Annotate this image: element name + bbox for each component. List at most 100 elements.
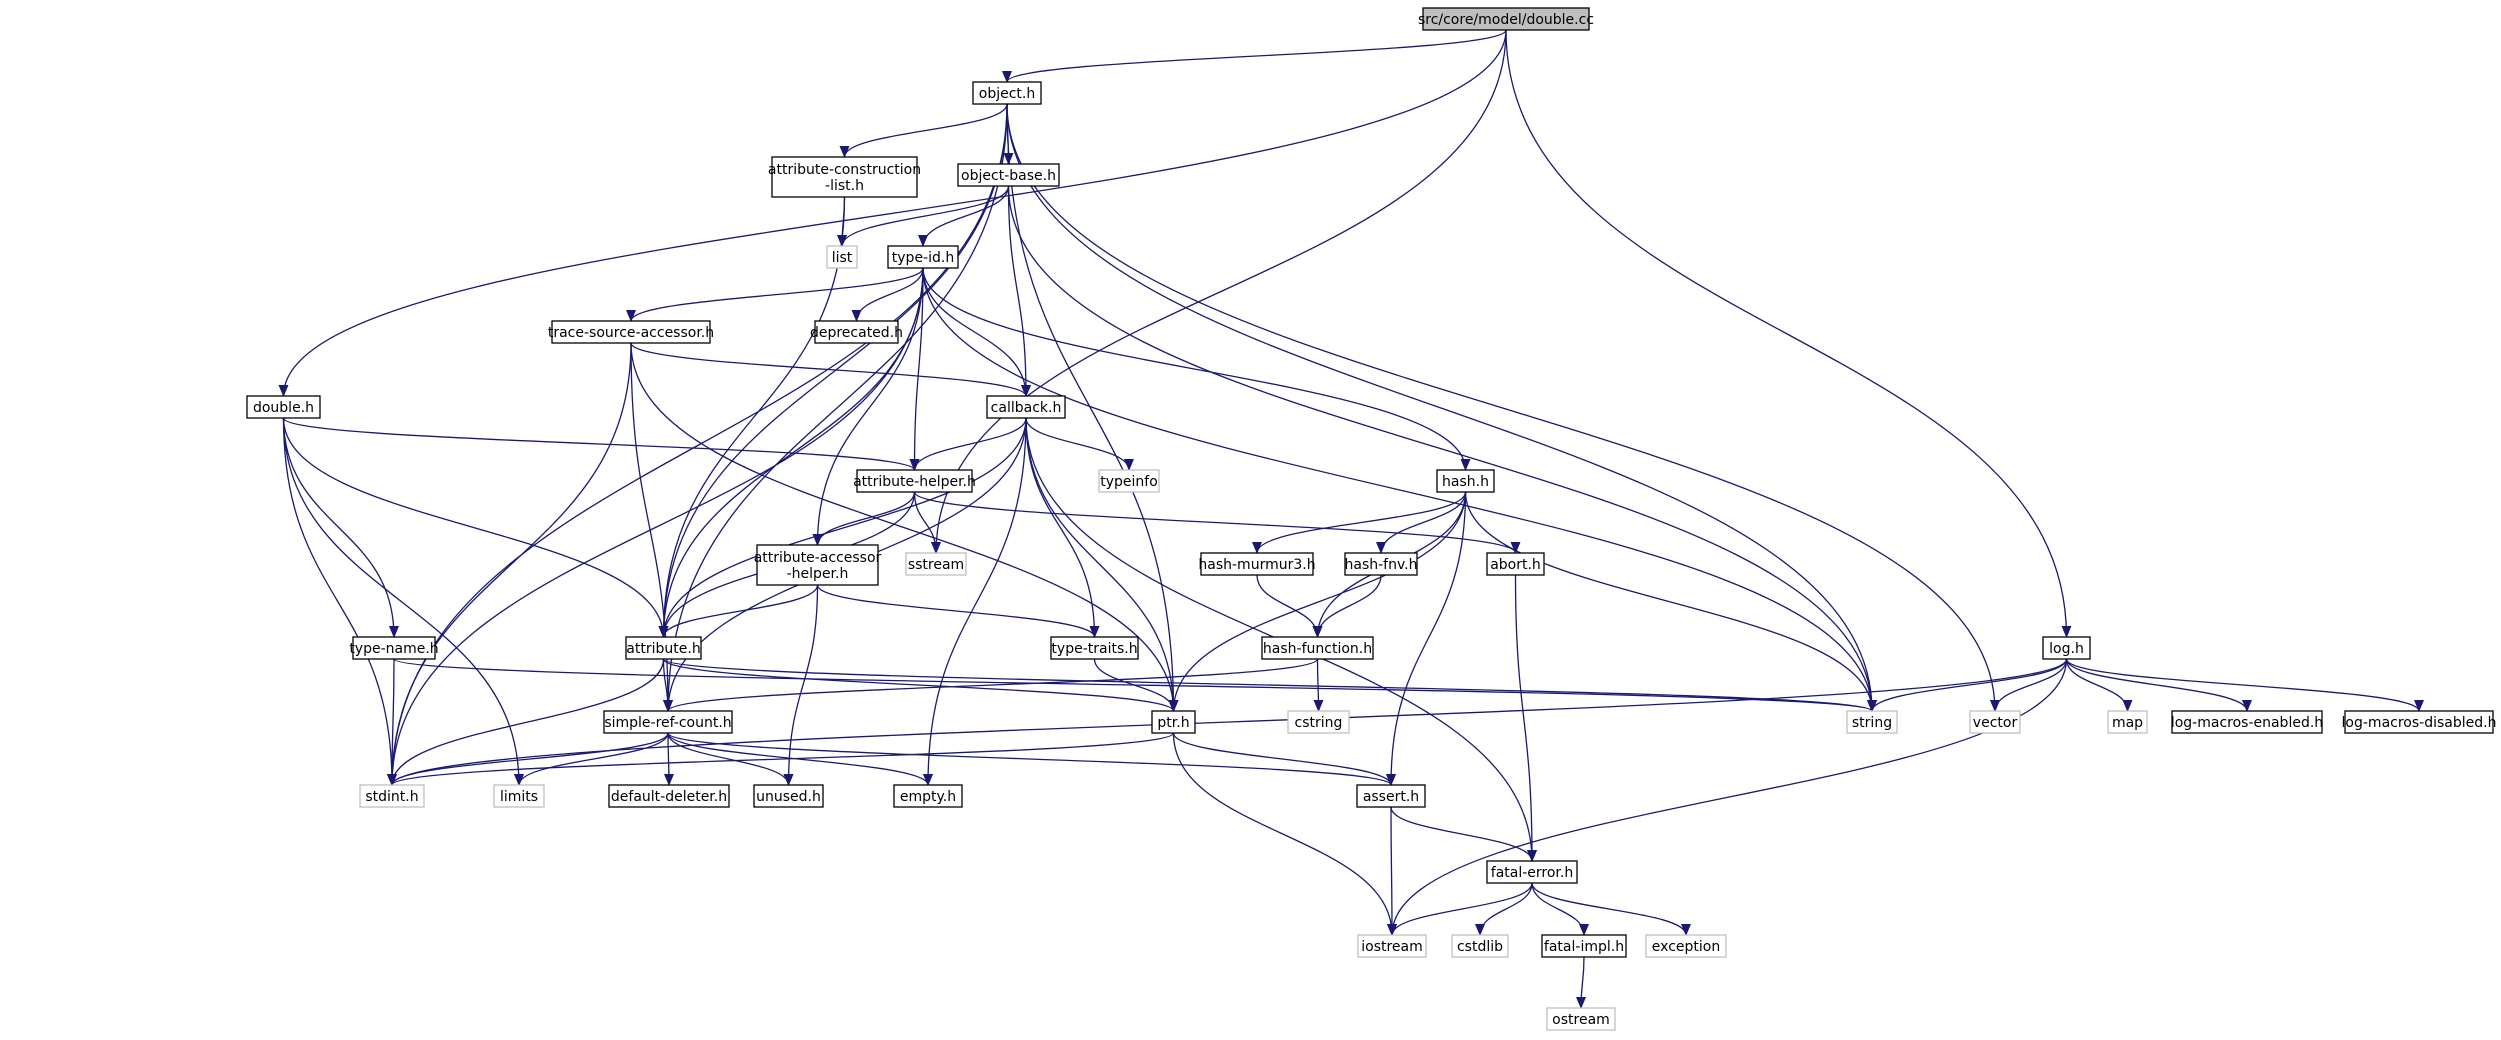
node-string[interactable]: string bbox=[1846, 710, 1898, 734]
node-iostream-box bbox=[1357, 934, 1427, 958]
node-typeid[interactable]: type-id.h bbox=[887, 245, 959, 269]
node-ostream[interactable]: ostream bbox=[1546, 1007, 1616, 1031]
node-deprecated[interactable]: deprecated.h bbox=[810, 320, 903, 344]
edge-root-to-sstream bbox=[931, 29, 1507, 554]
node-logdis[interactable]: log-macros-disabled.h bbox=[2342, 710, 2497, 734]
edge-double-to-limits bbox=[282, 417, 524, 786]
node-ptr-label: ptr.h bbox=[1157, 715, 1189, 731]
node-attrcons-label: -list.h bbox=[825, 178, 864, 194]
node-logen-label: log-macros-enabled.h bbox=[2171, 715, 2323, 731]
node-hashfunc-label: hash-function.h bbox=[1263, 641, 1372, 657]
node-unused[interactable]: unused.h bbox=[753, 784, 824, 808]
node-map-label: map bbox=[2112, 715, 2143, 731]
node-simpleref-box bbox=[603, 710, 733, 734]
edge-attrhelper-to-abort bbox=[913, 491, 1521, 554]
node-stdint[interactable]: stdint.h bbox=[359, 784, 425, 808]
edge-double-to-attribute bbox=[282, 417, 669, 638]
node-typename[interactable]: type-name.h bbox=[349, 636, 439, 660]
node-hashfunc[interactable]: hash-function.h bbox=[1261, 636, 1374, 660]
node-stdint-label: stdint.h bbox=[365, 789, 418, 805]
node-vector-box bbox=[1969, 710, 2021, 734]
node-assert[interactable]: assert.h bbox=[1356, 784, 1426, 808]
node-limits[interactable]: limits bbox=[493, 784, 545, 808]
edge-attrcons-to-attribute bbox=[658, 196, 846, 638]
edge-typeid-to-tracesrc bbox=[626, 267, 924, 322]
node-murmur[interactable]: hash-murmur3.h bbox=[1198, 552, 1316, 576]
node-fatalimpl[interactable]: fatal-impl.h bbox=[1541, 934, 1627, 958]
node-cstring[interactable]: cstring bbox=[1287, 710, 1350, 734]
edge-callback-to-ptr bbox=[1025, 417, 1179, 712]
node-typetraits-label: type-traits.h bbox=[1051, 641, 1137, 657]
node-assert-box bbox=[1356, 784, 1426, 808]
node-attrcons[interactable]: attribute-construction-list.h bbox=[768, 156, 921, 198]
edge-tracesrc-to-stdint bbox=[387, 342, 632, 786]
node-hash[interactable]: hash.h bbox=[1436, 469, 1495, 493]
node-fnv[interactable]: hash-fnv.h bbox=[1344, 552, 1418, 576]
node-fnv-box bbox=[1344, 552, 1418, 576]
node-tracesrc-box bbox=[551, 320, 711, 344]
node-vector-label: vector bbox=[1973, 715, 2018, 731]
node-objectbase[interactable]: object-base.h bbox=[957, 163, 1060, 187]
node-limits-label: limits bbox=[500, 789, 538, 805]
edge-attribute-to-ptr bbox=[662, 658, 1179, 712]
edge-assert-to-fatalerr bbox=[1390, 806, 1537, 862]
edge-layer bbox=[278, 29, 2424, 1009]
node-list-label: list bbox=[832, 250, 853, 266]
node-tracesrc[interactable]: trace-source-accessor.h bbox=[548, 320, 714, 344]
node-exception[interactable]: exception bbox=[1645, 934, 1727, 958]
edge-tracesrc-to-callback bbox=[630, 342, 1031, 397]
edge-fatalerr-to-iostream bbox=[1387, 882, 1533, 936]
node-list[interactable]: list bbox=[826, 245, 858, 269]
node-abort-label: abort.h bbox=[1490, 557, 1541, 573]
node-attrhelper[interactable]: attribute-helper.h bbox=[853, 469, 976, 493]
node-map-box bbox=[2107, 710, 2148, 734]
node-defdel[interactable]: default-deleter.h bbox=[608, 784, 730, 808]
node-attribute-box bbox=[625, 636, 702, 660]
edge-fatalerr-to-fatalimpl bbox=[1531, 882, 1589, 936]
node-vector[interactable]: vector bbox=[1969, 710, 2021, 734]
edge-hash-to-string bbox=[1464, 491, 1877, 712]
node-iostream[interactable]: iostream bbox=[1357, 934, 1427, 958]
edge-object-to-ptr bbox=[1006, 103, 1179, 712]
node-typetraits[interactable]: type-traits.h bbox=[1050, 636, 1139, 660]
node-objectbase-label: object-base.h bbox=[961, 168, 1056, 184]
node-root-label: src/core/model/double.cc bbox=[1418, 12, 1594, 28]
node-ostream-label: ostream bbox=[1552, 1012, 1610, 1028]
edge-objectbase-to-typeid bbox=[918, 185, 1010, 247]
node-log[interactable]: log.h bbox=[2042, 636, 2091, 660]
node-cstdlib[interactable]: cstdlib bbox=[1451, 934, 1509, 958]
node-root[interactable]: src/core/model/double.cc bbox=[1418, 7, 1594, 31]
node-deprecated-label: deprecated.h bbox=[810, 325, 903, 341]
node-callback[interactable]: callback.h bbox=[986, 395, 1066, 419]
node-object-box bbox=[972, 81, 1042, 105]
node-empty-box bbox=[893, 784, 963, 808]
node-unused-box bbox=[753, 784, 824, 808]
node-attribute[interactable]: attribute.h bbox=[625, 636, 702, 660]
node-typename-box bbox=[352, 636, 436, 660]
edge-simpleref-to-stdint bbox=[387, 732, 669, 786]
edge-attracc-to-attribute bbox=[658, 584, 819, 638]
edge-fnv-to-hashfunc bbox=[1312, 574, 1382, 638]
node-exception-box bbox=[1645, 934, 1727, 958]
edge-double-to-attrhelper bbox=[282, 417, 920, 471]
node-map[interactable]: map bbox=[2107, 710, 2148, 734]
node-typeinfo-box bbox=[1098, 469, 1160, 493]
node-simpleref[interactable]: simple-ref-count.h bbox=[603, 710, 733, 734]
node-attrhelper-box bbox=[856, 469, 973, 493]
node-logen[interactable]: log-macros-enabled.h bbox=[2171, 710, 2323, 734]
node-objectbase-box bbox=[957, 163, 1060, 187]
edge-typetraits-to-ptr bbox=[1093, 658, 1179, 712]
node-empty[interactable]: empty.h bbox=[893, 784, 963, 808]
node-object-label: object.h bbox=[979, 86, 1035, 102]
node-abort[interactable]: abort.h bbox=[1486, 552, 1545, 576]
node-ptr[interactable]: ptr.h bbox=[1151, 710, 1196, 734]
node-double[interactable]: double.h bbox=[246, 395, 321, 419]
node-typeinfo[interactable]: typeinfo bbox=[1098, 469, 1160, 493]
node-fatalerr[interactable]: fatal-error.h bbox=[1486, 860, 1578, 884]
node-iostream-label: iostream bbox=[1361, 939, 1423, 955]
node-attracc[interactable]: attribute-accessor-helper.h bbox=[754, 544, 882, 586]
edge-hash-to-murmur bbox=[1252, 491, 1467, 554]
edge-typeid-to-string bbox=[922, 267, 1877, 712]
node-sstream[interactable]: sstream bbox=[905, 552, 967, 576]
node-object[interactable]: object.h bbox=[972, 81, 1042, 105]
